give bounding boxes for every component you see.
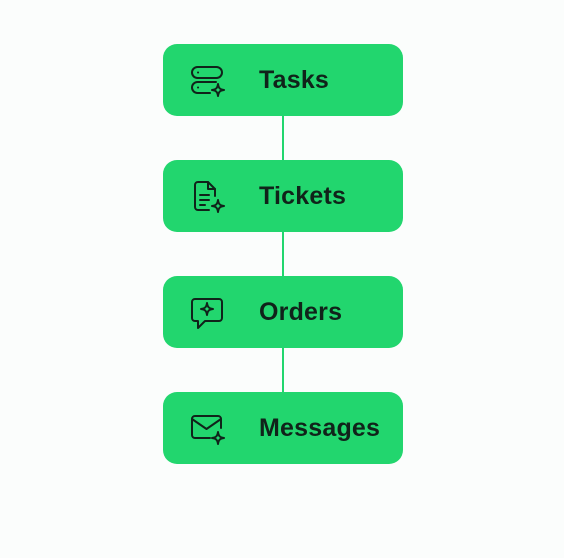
node-orders[interactable]: Orders	[163, 276, 403, 348]
node-tickets[interactable]: Tickets	[163, 160, 403, 232]
server-sparkle-icon	[189, 65, 225, 97]
document-sparkle-icon	[189, 181, 225, 213]
node-messages[interactable]: Messages	[163, 392, 403, 464]
mail-sparkle-icon	[189, 413, 225, 445]
node-tasks[interactable]: Tasks	[163, 44, 403, 116]
chat-sparkle-icon	[189, 297, 225, 329]
connector-1	[282, 116, 284, 160]
node-label: Messages	[259, 414, 381, 442]
node-label: Tickets	[259, 182, 347, 210]
node-label: Orders	[259, 298, 343, 326]
connector-2	[282, 232, 284, 276]
node-label: Tasks	[259, 66, 330, 94]
connector-3	[282, 348, 284, 392]
